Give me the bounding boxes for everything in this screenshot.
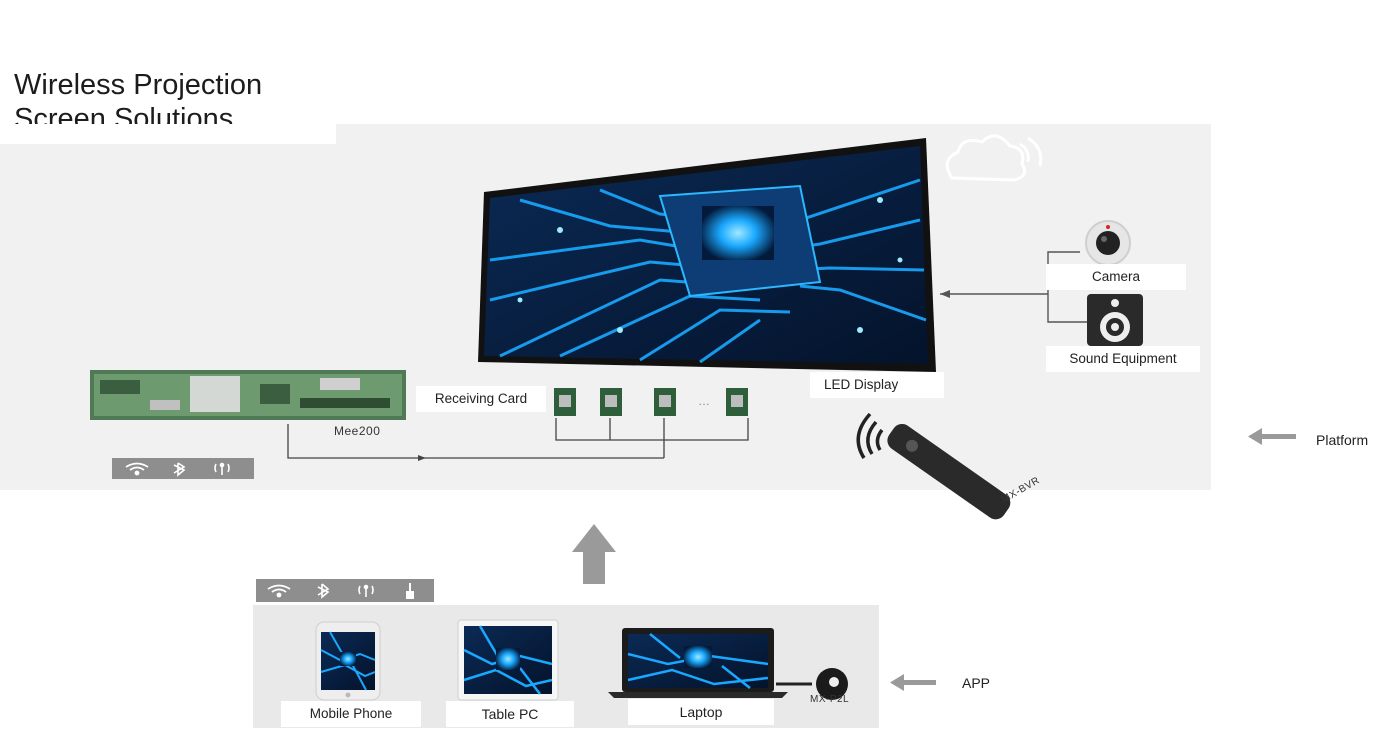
wifi-icon (267, 584, 291, 598)
laptop-device (608, 628, 788, 698)
dongle-device (776, 668, 848, 700)
arrow-to-display (940, 290, 950, 298)
wireless-signal-icon (856, 412, 884, 459)
title-background (0, 124, 336, 144)
platform-arrow (1248, 428, 1296, 445)
app-arrow (890, 674, 936, 691)
platform-label: Platform (1316, 432, 1369, 448)
app-label: APP (962, 675, 991, 691)
bluetooth-icon (173, 462, 186, 477)
connector-arrow (418, 455, 426, 461)
mobile-phone-label: Mobile Phone (281, 701, 421, 727)
sound-equipment-label: Sound Equipment (1046, 346, 1200, 372)
receiving-card-label: Receiving Card (416, 386, 546, 412)
speaker-icon (1087, 294, 1143, 346)
wifi-icon (125, 462, 149, 476)
card-connector (287, 418, 749, 459)
mobile-phone-device (315, 621, 381, 701)
more-cards-ellipsis: … (698, 394, 710, 408)
receiving-card-modules (554, 388, 748, 416)
dongle-label: MX-P2L (810, 694, 850, 705)
antenna-icon (214, 462, 230, 475)
app-connectivity-bar (256, 579, 434, 602)
laptop-label: Laptop (628, 699, 774, 725)
antenna-icon (358, 584, 374, 597)
mee200-label: Mee200 (334, 424, 381, 438)
led-display-screen (478, 138, 936, 372)
bluetooth-icon (317, 583, 330, 599)
platform-connectivity-bar (112, 458, 254, 479)
upload-arrow (572, 524, 616, 584)
tablet-label: Table PC (446, 701, 574, 727)
usb-icon (406, 583, 414, 599)
tablet-device (457, 619, 559, 701)
cloud-icon (945, 134, 1043, 182)
remote-control (887, 423, 1011, 520)
mee200-board (90, 370, 406, 420)
camera-label: Camera (1046, 264, 1186, 290)
camera-icon (1085, 220, 1131, 266)
led-display-label: LED Display (810, 372, 944, 398)
